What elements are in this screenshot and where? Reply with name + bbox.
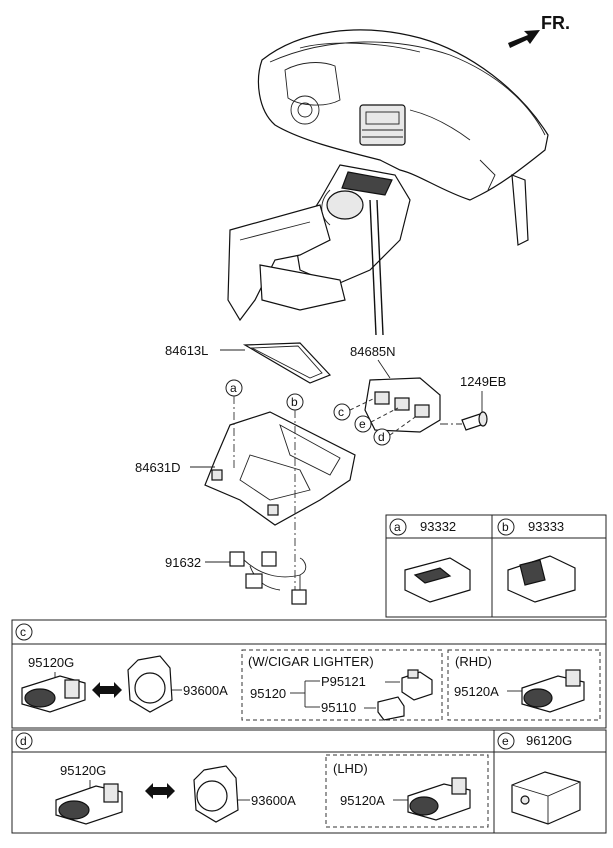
part-1249EB: 1249EB xyxy=(440,374,506,431)
part-label-84613L: 84613L xyxy=(165,343,208,358)
c-part-label-95110: 95110 xyxy=(321,700,356,715)
front-direction-label: FR. xyxy=(541,13,570,33)
part-label-84631D: 84631D xyxy=(135,460,181,475)
callout-e-bezel: e xyxy=(359,417,366,431)
callout-b: b xyxy=(291,395,298,409)
callout-c-bezel: c xyxy=(338,405,344,419)
front-arrow-icon xyxy=(508,30,540,48)
interchange-arrow-icon-c xyxy=(92,682,122,698)
section-c: c 95120G 93600A (W/CIGAR LIGHTER) 95120 … xyxy=(11,619,607,729)
part-84685N: 84685N xyxy=(350,344,441,433)
d-part-label-93600A: 93600A xyxy=(251,793,296,808)
part-label-93332: 93332 xyxy=(420,519,456,534)
bezel-callouts: c e d xyxy=(333,397,419,446)
section-e: e 96120G xyxy=(493,729,607,834)
lhd-title: (LHD) xyxy=(333,761,368,776)
rhd-title: (RHD) xyxy=(455,654,492,669)
part-label-93333: 93333 xyxy=(528,519,564,534)
part-84631D: 84631D a b xyxy=(135,379,356,590)
part-label-84685N: 84685N xyxy=(350,344,396,359)
c-part-label-P95121: P95121 xyxy=(321,674,366,689)
front-direction-indicator: FR. xyxy=(508,13,570,48)
box-callout-a: a xyxy=(394,520,401,534)
interchange-arrow-icon-d xyxy=(145,783,175,799)
c-part-label-95120: 95120 xyxy=(250,686,286,701)
part-label-96120G: 96120G xyxy=(526,733,572,748)
reference-box-ab: a 93332 b 93333 xyxy=(385,514,607,618)
cigar-lighter-title: (W/CIGAR LIGHTER) xyxy=(248,654,374,669)
section-e-callout: e xyxy=(502,734,509,748)
dashboard-illustration xyxy=(227,29,549,336)
c-part-label-95120A: 95120A xyxy=(454,684,499,699)
c-part-label-93600A: 93600A xyxy=(183,683,228,698)
callout-d-bezel: d xyxy=(378,430,385,444)
section-d: d 95120G 93600A (LHD) 95120A xyxy=(11,729,495,834)
part-label-1249EB: 1249EB xyxy=(460,374,506,389)
c-part-label-95120G: 95120G xyxy=(28,655,74,670)
part-91632: 91632 xyxy=(165,551,307,605)
section-d-callout: d xyxy=(20,734,27,748)
part-84613L: 84613L xyxy=(165,342,332,384)
callout-a: a xyxy=(230,381,237,395)
d-part-label-95120G: 95120G xyxy=(60,763,106,778)
part-label-91632: 91632 xyxy=(165,555,201,570)
section-c-callout: c xyxy=(20,625,26,639)
d-part-label-95120A: 95120A xyxy=(340,793,385,808)
box-callout-b: b xyxy=(502,520,509,534)
